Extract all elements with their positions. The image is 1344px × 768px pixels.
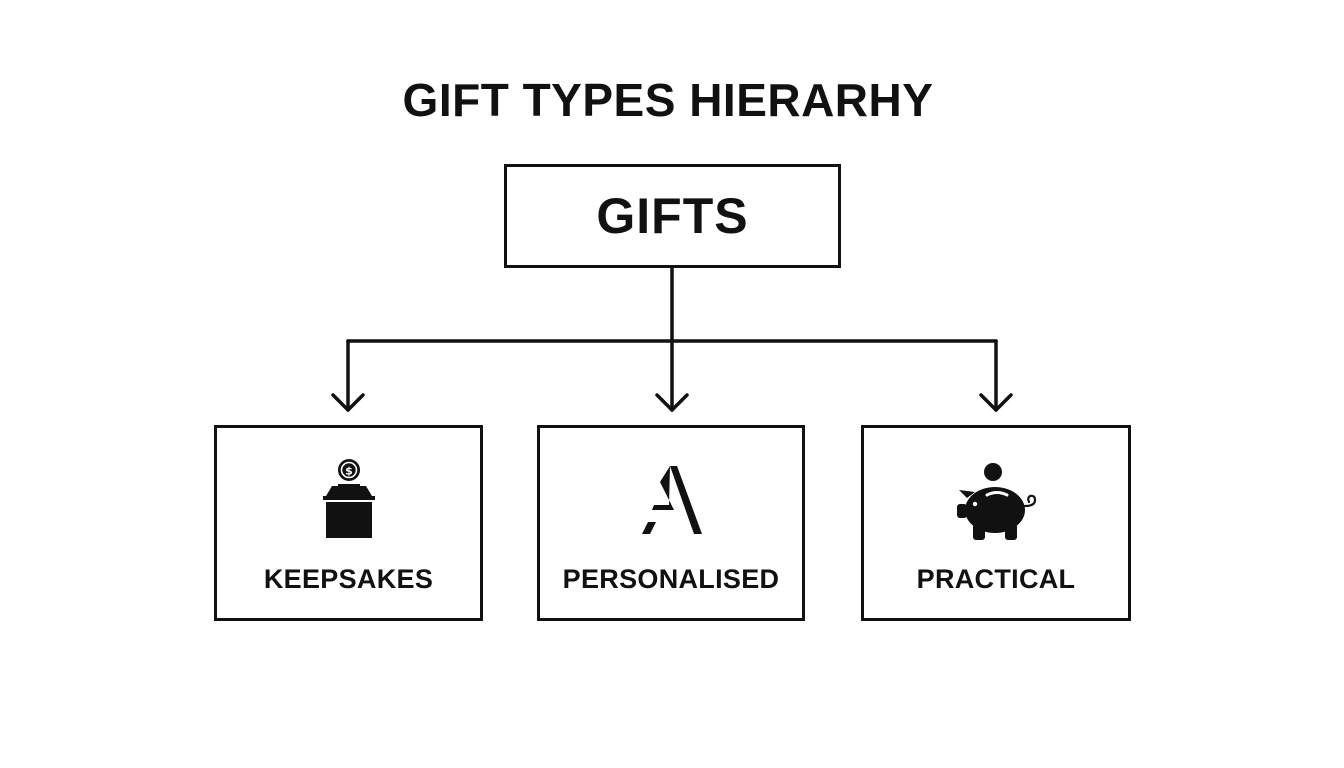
child-node-label: PRACTICAL xyxy=(916,564,1076,594)
arrowhead-practical xyxy=(979,393,1013,412)
child-node-label: PERSONALISED xyxy=(562,564,780,594)
svg-text:$: $ xyxy=(345,465,353,478)
child-node-keepsakes: $ KEEPSAKES xyxy=(214,425,483,621)
arrowhead-keepsakes xyxy=(331,393,365,412)
diagram-title: GIFT TYPES HIERARHY xyxy=(402,74,934,126)
donation-box-coin-icon: $ xyxy=(217,458,480,542)
root-node-label: GIFTS xyxy=(596,188,749,244)
arrowhead-personalised xyxy=(655,393,689,412)
piggy-bank-icon xyxy=(864,458,1128,542)
child-node-label: KEEPSAKES xyxy=(263,564,434,594)
child-node-personalised: PERSONALISED xyxy=(537,425,805,621)
letter-a-icon xyxy=(540,458,802,542)
root-node-gifts: GIFTS xyxy=(504,164,841,268)
child-node-practical: PRACTICAL xyxy=(861,425,1131,621)
